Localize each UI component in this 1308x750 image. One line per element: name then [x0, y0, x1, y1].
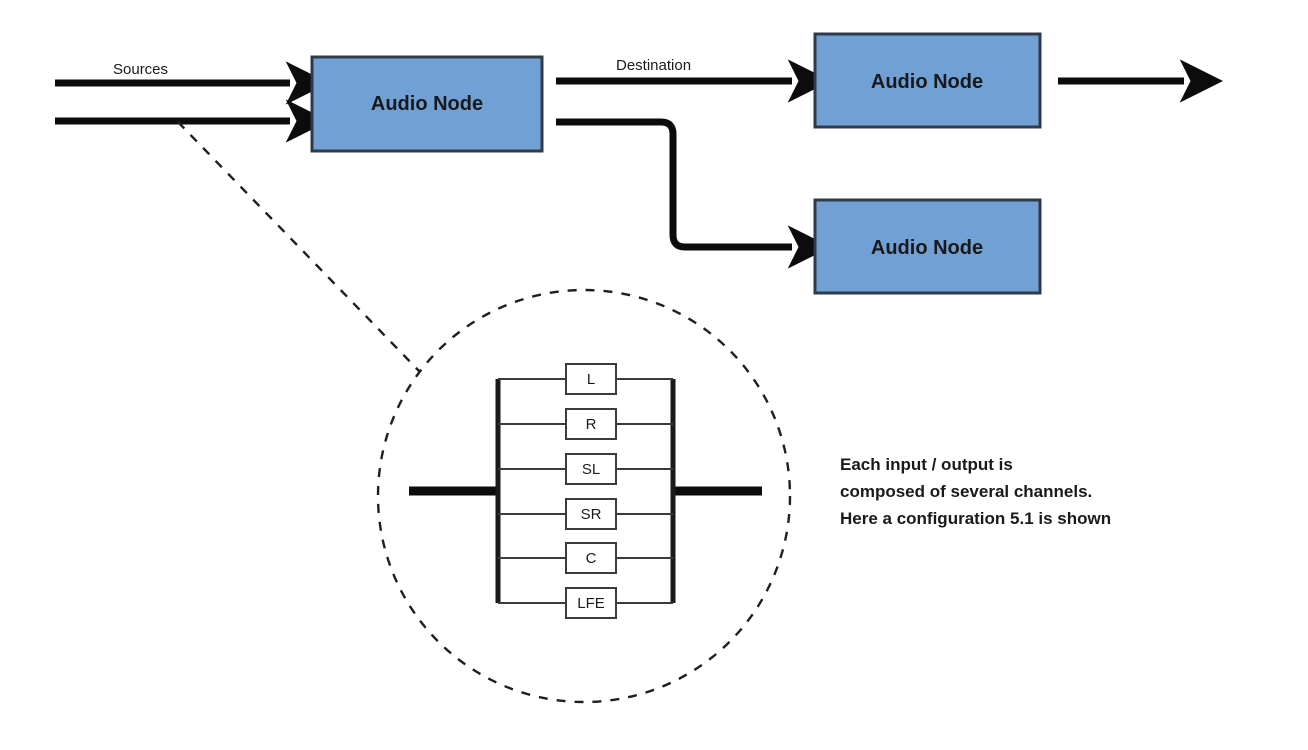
caption-block: Each input / output is composed of sever… — [840, 455, 1111, 528]
audio-node-1[interactable]: Audio Node — [310, 55, 544, 153]
elbow-connector-group — [556, 118, 832, 269]
channel-box-r[interactable]: R — [565, 408, 617, 440]
channel-box-c-label: C — [586, 550, 597, 567]
audio-node-1-label: Audio Node — [371, 93, 483, 115]
magnifier-circle — [376, 288, 792, 704]
channel-box-lfe-rect[interactable] — [565, 587, 617, 619]
audio-node-3-box[interactable] — [813, 198, 1042, 295]
caption-line-3: Here a configuration 5.1 is shown — [840, 509, 1111, 528]
channel-box-lfe-label: LFE — [577, 595, 605, 612]
audio-node-2-box[interactable] — [813, 32, 1042, 129]
channel-detail-group: L R SL SR C LFE — [409, 363, 762, 619]
caption-line-2: composed of several channels. — [840, 482, 1092, 501]
audio-node-1-box[interactable] — [310, 55, 544, 153]
channel-box-r-rect[interactable] — [565, 408, 617, 440]
channel-box-sr-label: SR — [581, 506, 602, 523]
channel-box-l-rect[interactable] — [565, 363, 617, 395]
channel-box-sl-rect[interactable] — [565, 453, 617, 485]
destination-label: Destination — [616, 57, 691, 74]
channel-box-l-label: L — [587, 371, 595, 388]
channel-box-sl[interactable]: SL — [565, 453, 617, 485]
channel-box-sl-label: SL — [582, 461, 600, 478]
channel-box-l[interactable]: L — [565, 363, 617, 395]
audio-node-2-label: Audio Node — [871, 71, 983, 93]
sources-label: Sources — [113, 61, 168, 78]
channel-box-sr-rect[interactable] — [565, 498, 617, 530]
magnifier-leader-line — [177, 121, 421, 373]
destination-group: Destination — [556, 57, 832, 103]
elbow-connector-line — [556, 118, 832, 269]
channel-box-lfe[interactable]: LFE — [565, 587, 617, 619]
sources-group: Sources — [55, 61, 330, 143]
channel-box-r-label: R — [586, 416, 597, 433]
audio-node-3[interactable]: Audio Node — [813, 198, 1042, 295]
channel-box-sr[interactable]: SR — [565, 498, 617, 530]
audio-node-2[interactable]: Audio Node — [813, 32, 1042, 129]
channel-box-c-rect[interactable] — [565, 542, 617, 574]
channel-box-c[interactable]: C — [565, 542, 617, 574]
audio-node-3-label: Audio Node — [871, 237, 983, 259]
caption-line-1: Each input / output is — [840, 455, 1013, 474]
